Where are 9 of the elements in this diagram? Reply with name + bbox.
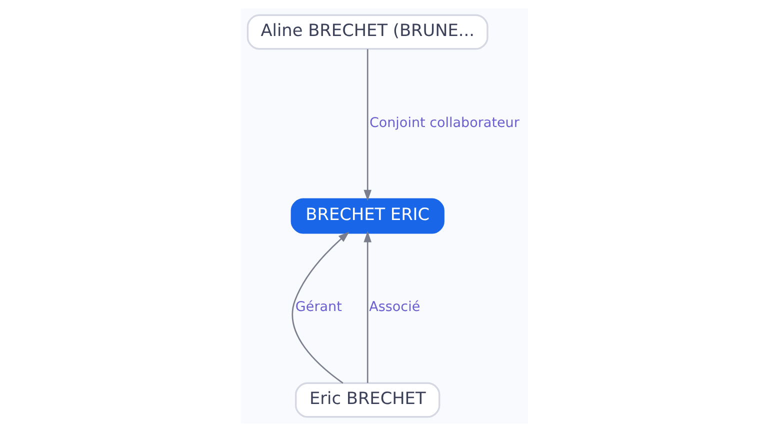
node-box: Eric BRECHET — [294, 382, 440, 418]
edge-label: Conjoint collaborateur — [368, 115, 519, 132]
arrow — [291, 232, 349, 384]
edge-label: Associé — [368, 299, 420, 316]
arrow — [363, 231, 372, 383]
node-box: Aline BRECHET (BRUNE... — [246, 14, 488, 50]
node-box: BRECHET ERIC — [290, 198, 444, 234]
edge-label: Gérant — [294, 299, 342, 316]
arrow — [363, 49, 372, 201]
